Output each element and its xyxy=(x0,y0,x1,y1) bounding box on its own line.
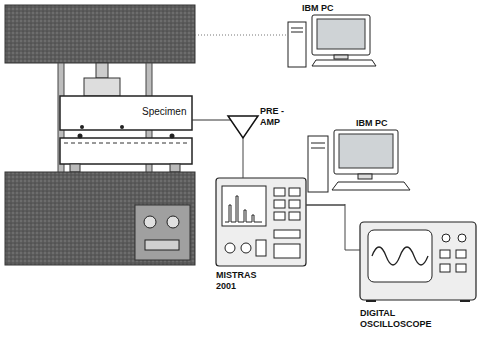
data-cable xyxy=(195,35,288,36)
drawing-part xyxy=(256,240,266,256)
ae-system-icon xyxy=(216,178,306,266)
load-frame xyxy=(5,5,195,265)
signal-cable xyxy=(243,138,244,178)
grip xyxy=(84,78,120,96)
drawing-part xyxy=(456,264,466,272)
drawing-part xyxy=(311,148,325,149)
drawing-part xyxy=(274,244,300,258)
drawing-part xyxy=(291,28,303,29)
drawing-part xyxy=(225,196,262,222)
drawing-part xyxy=(456,250,466,258)
drawing-part xyxy=(288,22,306,67)
support-roller xyxy=(78,134,83,139)
drawing-part xyxy=(339,134,393,168)
drawing-part xyxy=(368,230,432,282)
computer-icon xyxy=(308,130,410,192)
drawing-part xyxy=(274,200,285,208)
computer-icon xyxy=(288,15,376,67)
drawing-part xyxy=(274,188,285,196)
drawing-part xyxy=(334,130,398,174)
drawing-part xyxy=(334,55,348,59)
drawing-part xyxy=(289,212,300,220)
fixture-pin xyxy=(80,125,84,129)
computer-node: IBM PC xyxy=(308,118,413,204)
ae-system-node: MISTRAS 2001 xyxy=(216,178,306,292)
control-panel xyxy=(135,205,190,260)
node-label: PRE -AMP xyxy=(260,106,294,128)
fixture-pin xyxy=(120,125,124,129)
drawing-part xyxy=(312,60,376,66)
oscilloscope-icon xyxy=(360,222,476,302)
drawing-part xyxy=(440,250,450,258)
crosshead xyxy=(5,5,195,63)
drawing-part xyxy=(222,186,266,226)
lower-fixture xyxy=(60,138,192,164)
drawing-part xyxy=(442,234,450,242)
drawing-part xyxy=(358,174,372,179)
signal-cable xyxy=(306,205,360,250)
drawing-part xyxy=(317,19,365,49)
drawing-part xyxy=(216,178,306,266)
dial xyxy=(144,216,156,228)
drawing-part xyxy=(312,15,370,55)
drawing-part xyxy=(225,243,235,253)
drawing-part xyxy=(440,264,450,272)
drawing-part xyxy=(274,212,285,220)
drawing-part xyxy=(360,222,476,300)
oscilloscope-node: DIGITAL OSCILLOSCOPE xyxy=(360,222,476,330)
dial xyxy=(167,216,179,228)
node-label: DIGITAL OSCILLOSCOPE xyxy=(360,308,440,330)
load-cell xyxy=(96,63,108,78)
sensor-lead xyxy=(192,120,231,121)
drawing-part xyxy=(291,32,303,33)
support-roller xyxy=(170,134,175,139)
node-label: MISTRAS 2001 xyxy=(216,270,268,292)
preamp-triangle xyxy=(228,116,258,138)
drawing-part xyxy=(332,182,410,190)
drawing-part xyxy=(460,300,470,302)
support-post xyxy=(170,164,180,172)
machine-base xyxy=(5,172,195,265)
computer-node: IBM PC xyxy=(288,3,376,67)
part-label: Specimen xyxy=(141,106,187,118)
drawing-part xyxy=(289,188,300,196)
drawing-part xyxy=(311,143,325,144)
support-post xyxy=(70,164,80,172)
support-line xyxy=(64,143,188,144)
preamp-node: PRE -AMP xyxy=(228,106,295,138)
drawing-part xyxy=(372,247,428,265)
node-label: IBM PC xyxy=(302,3,334,14)
drawing-part xyxy=(241,243,251,253)
drawing-part xyxy=(274,230,300,238)
drawing-part xyxy=(308,136,328,192)
panel-switch xyxy=(145,240,179,250)
node-label: IBM PC xyxy=(356,118,388,129)
drawing-part xyxy=(366,300,376,302)
drawing-part xyxy=(289,200,300,208)
drawing-part xyxy=(458,234,466,242)
specimen-fixture xyxy=(60,96,192,130)
